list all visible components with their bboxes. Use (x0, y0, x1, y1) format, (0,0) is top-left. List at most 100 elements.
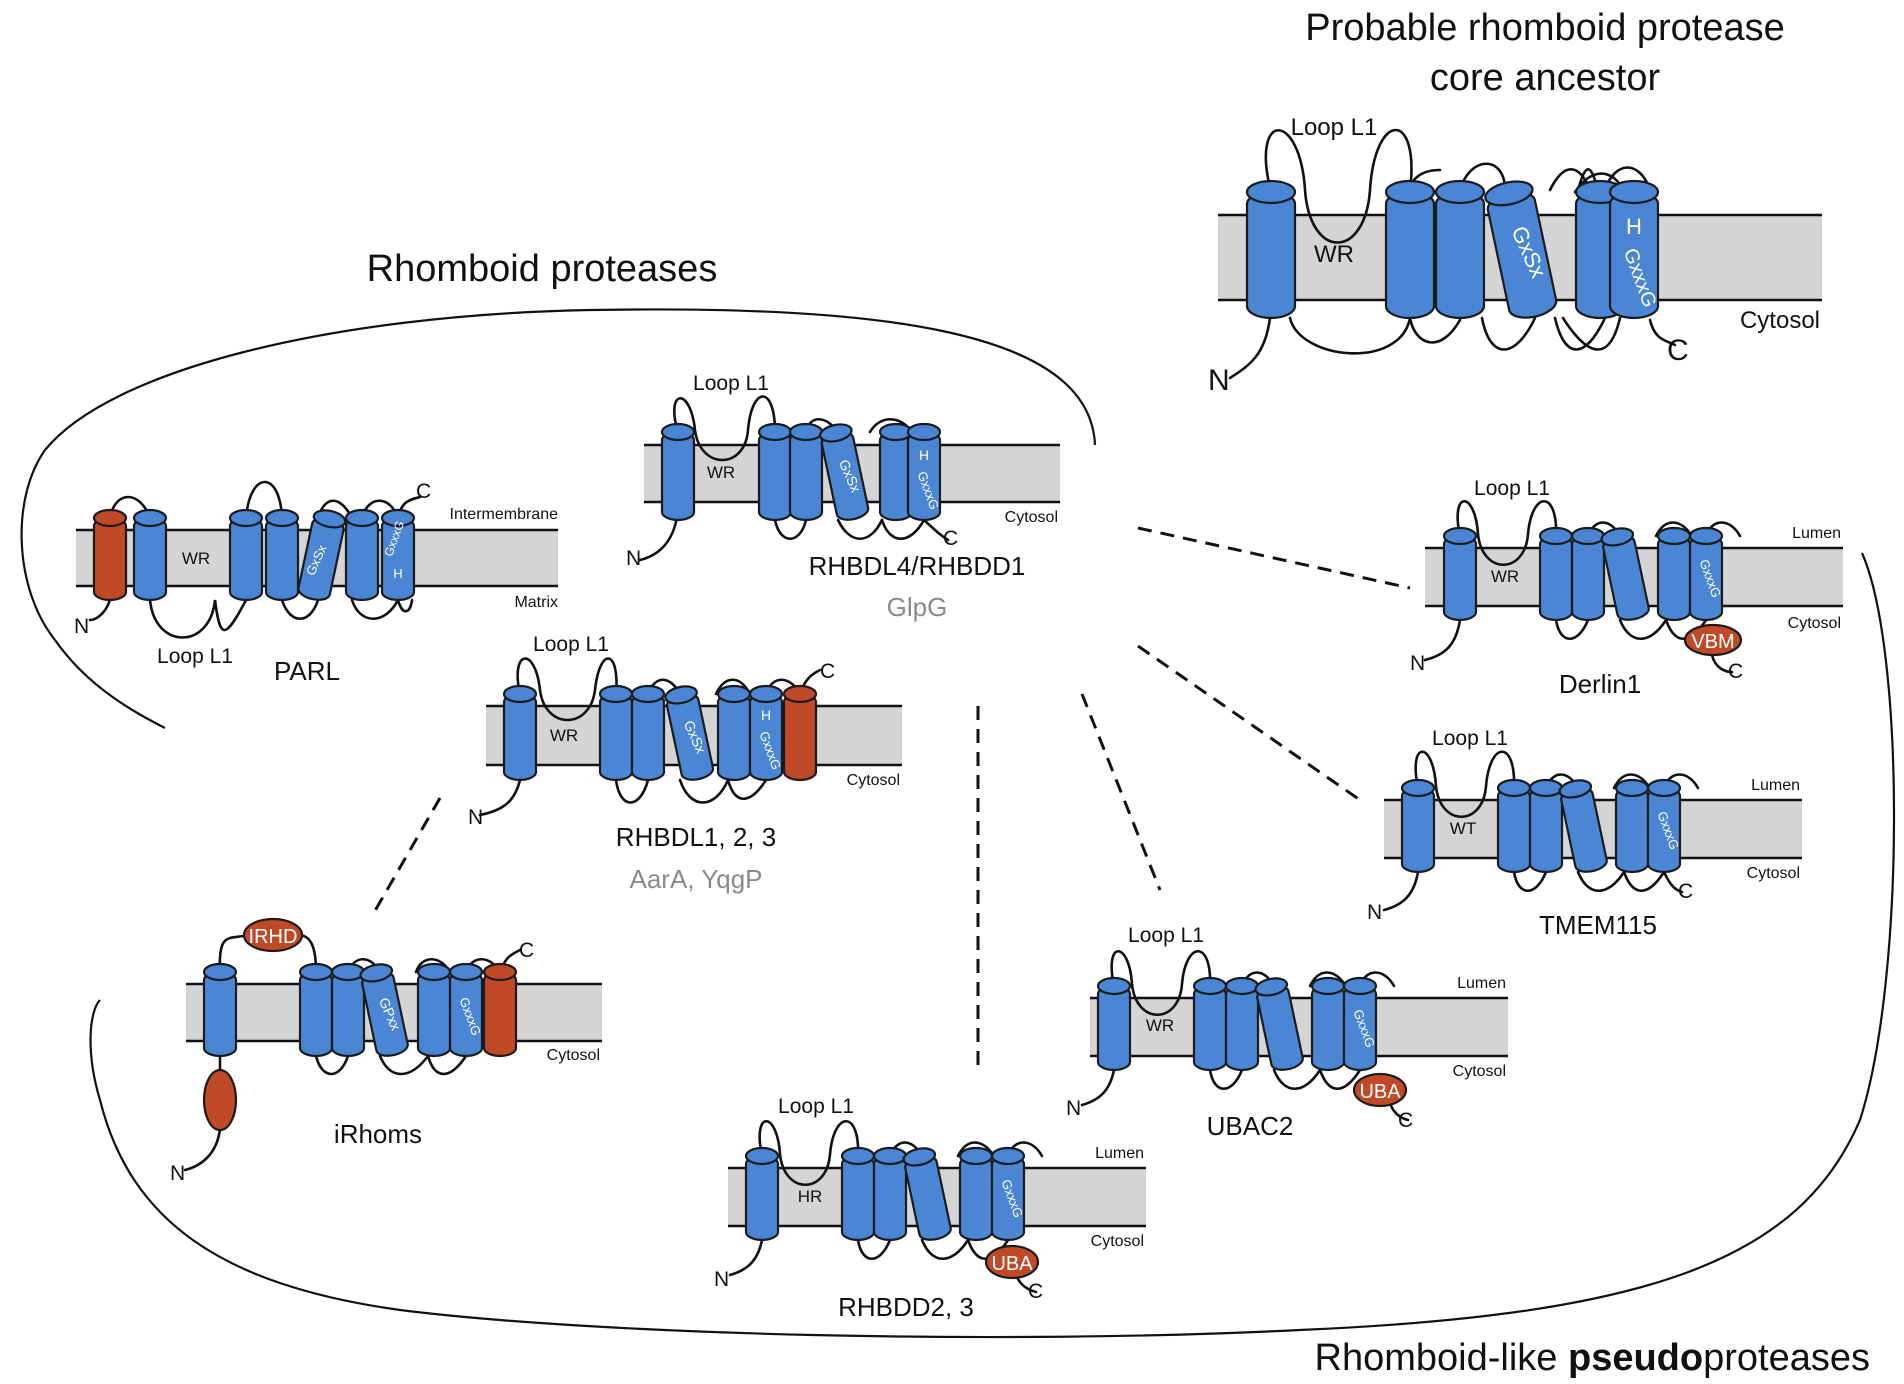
irhoms-n-domain (202, 1068, 238, 1132)
rhbdl4-c-terminus: C (943, 527, 958, 550)
derlin1-n-terminus: N (1410, 652, 1425, 675)
rhbdl1-c-terminus: C (820, 660, 835, 683)
ancestor-h-motif: H (1626, 214, 1642, 239)
rhbdd2-hr-label: HR (798, 1187, 823, 1206)
tmem115-topology: GxxxG Loop L1 WT Lumen Cytosol N C TMEM1… (1367, 727, 1802, 940)
connector-to-ubac2 (1080, 693, 1162, 891)
tmem115-n-terminus: N (1367, 901, 1382, 924)
ancestor-helix-3 (1434, 190, 1486, 320)
parl-intermembrane-label: Intermembrane (450, 506, 559, 523)
tmem115-cytosol-label: Cytosol (1747, 865, 1800, 882)
derlin1-topology: GxxxG VBM Loop L1 WR Lumen Cytosol N C D… (1410, 477, 1843, 699)
irhoms-cytosol-label: Cytosol (547, 1047, 600, 1064)
rhbdd2-c-terminus: C (1028, 1280, 1043, 1303)
protease-group-outline (20, 308, 1097, 729)
derlin1-name: Derlin1 (1559, 669, 1641, 699)
ubac2-loop-label: Loop L1 (1128, 924, 1204, 947)
rhbdd2-lumen-label: Lumen (1095, 1145, 1144, 1162)
ancestor-loop-label: Loop L1 (1291, 114, 1378, 141)
derlin1-vbm-label: VBM (1691, 631, 1734, 653)
ubac2-uba-label: UBA (1359, 1081, 1401, 1103)
pseudoproteases-title: Rhomboid-like pseudoproteases (1315, 1337, 1870, 1379)
rhbdl1-name: RHBDL1, 2, 3 (616, 822, 776, 852)
connector-to-tmem115 (1137, 644, 1361, 802)
rhbdl1-h-motif: H (761, 707, 771, 723)
pseudoprotease-group-outline (89, 552, 1896, 1339)
tmem115-wt-label: WT (1450, 819, 1476, 838)
ancestor-c-terminus: C (1667, 334, 1689, 367)
parl-name: PARL (274, 656, 340, 686)
rhbdl4-n-terminus: N (626, 547, 641, 570)
ancestor-title-line1: Probable rhomboid protease (1305, 7, 1785, 49)
ancestor-helix-2 (1384, 190, 1436, 320)
connector-to-derlin1 (1137, 526, 1411, 590)
rhbdl1-wr-label: WR (550, 726, 578, 745)
irhoms-name: iRhoms (334, 1119, 422, 1149)
rhbdl1-loop-label: Loop L1 (533, 633, 609, 656)
connector-to-irhoms (370, 797, 442, 917)
derlin1-wr-label: WR (1491, 567, 1519, 586)
ubac2-uba-domain (1352, 1072, 1408, 1108)
parl-n-terminus: N (74, 615, 89, 638)
derlin1-loop-label: Loop L1 (1474, 477, 1550, 500)
derlin1-c-terminus: C (1728, 660, 1743, 683)
rhbdl1-extra-helix (782, 692, 818, 782)
parl-h-motif: H (393, 566, 402, 581)
parl-topology: GxSx GxxxG H Intermembrane Matrix WR Loo… (74, 480, 558, 686)
rhbdd2-n-terminus: N (714, 1268, 729, 1291)
ubac2-cytosol-label: Cytosol (1453, 1063, 1506, 1080)
irhoms-topology: IRHD GPxx GxxxG Cytosol N C iRhoms (170, 917, 602, 1185)
ubac2-name: UBAC2 (1207, 1111, 1294, 1141)
irhoms-irhd-domain (242, 917, 304, 953)
rhbdl1-cytosol-label: Cytosol (847, 772, 900, 789)
derlin1-vbm-domain (1683, 623, 1743, 657)
rhbdl1-n-terminus: N (468, 806, 483, 829)
rhbdl1-topology: GxSx H GxxxG Loop L1 WR Cytosol N C RHBD… (468, 633, 902, 894)
tmem115-name: TMEM115 (1539, 910, 1657, 940)
rhomboid-proteases-title: Rhomboid proteases (367, 248, 718, 290)
rhbdd2-name: RHBDD2, 3 (838, 1292, 974, 1322)
irhoms-n-terminus: N (170, 1162, 185, 1185)
pseudo-title-bold: pseudo (1568, 1337, 1703, 1379)
pseudo-title-prefix: Rhomboid-like (1315, 1337, 1568, 1379)
derlin1-lumen-label: Lumen (1792, 525, 1841, 542)
tmem115-loop-label: Loop L1 (1432, 727, 1508, 750)
irhoms-c-terminus: C (519, 939, 534, 962)
irhoms-irhd-label: IRHD (249, 926, 298, 948)
rhbdd2-topology: GxxxG UBA Loop L1 HR Lumen Cytosol N C R… (714, 1095, 1146, 1322)
tmem115-lumen-label: Lumen (1751, 777, 1800, 794)
rhbdl4-topology: GxSx H GxxxG Loop L1 WR Cytosol N C RHBD… (626, 372, 1060, 622)
pseudo-title-suffix: proteases (1703, 1337, 1870, 1379)
ubac2-lumen-label: Lumen (1457, 975, 1506, 992)
tmem115-c-terminus: C (1678, 880, 1693, 903)
rhbdd2-cytosol-label: Cytosol (1091, 1233, 1144, 1250)
ancestor-helix-1 (1245, 190, 1297, 320)
rhbdl4-loop-label: Loop L1 (693, 372, 769, 395)
rhbdd2-loop-label: Loop L1 (778, 1095, 854, 1118)
ancestor-wr-label: WR (1314, 241, 1354, 268)
irhoms-extra-helix (482, 970, 518, 1058)
parl-wr-label: WR (182, 549, 210, 568)
rhbdl4-homolog: GlpG (887, 592, 948, 622)
ancestor-cytosol-label: Cytosol (1740, 307, 1820, 334)
parl-matrix-label: Matrix (514, 594, 558, 611)
parl-extra-helix (92, 516, 128, 602)
rhbdl4-h-motif: H (919, 447, 929, 463)
parl-loop-label: Loop L1 (157, 645, 233, 668)
ubac2-topology: GxxxG UBA Loop L1 WR Lumen Cytosol N C U… (1066, 924, 1508, 1141)
ancestor-n-terminus: N (1208, 364, 1230, 397)
rhbdd2-uba-label: UBA (991, 1253, 1033, 1275)
ubac2-n-terminus: N (1066, 1097, 1081, 1120)
ancestor-topology: GxSx H GxxxG Loop L1 WR Cytosol N C (1208, 114, 1822, 397)
rhbdl4-name: RHBDL4/RHBDD1 (809, 551, 1026, 581)
rhbdl4-wr-label: WR (707, 463, 735, 482)
rhbdl1-homolog: AarA, YqgP (630, 864, 763, 894)
rhbdl4-cytosol-label: Cytosol (1005, 509, 1058, 526)
ubac2-wr-label: WR (1146, 1016, 1174, 1035)
parl-c-terminus: C (416, 480, 431, 503)
derlin1-cytosol-label: Cytosol (1788, 615, 1841, 632)
ubac2-c-terminus: C (1398, 1109, 1413, 1132)
ancestor-title-line2: core ancestor (1430, 57, 1661, 99)
rhbdd2-uba-domain (984, 1244, 1040, 1280)
